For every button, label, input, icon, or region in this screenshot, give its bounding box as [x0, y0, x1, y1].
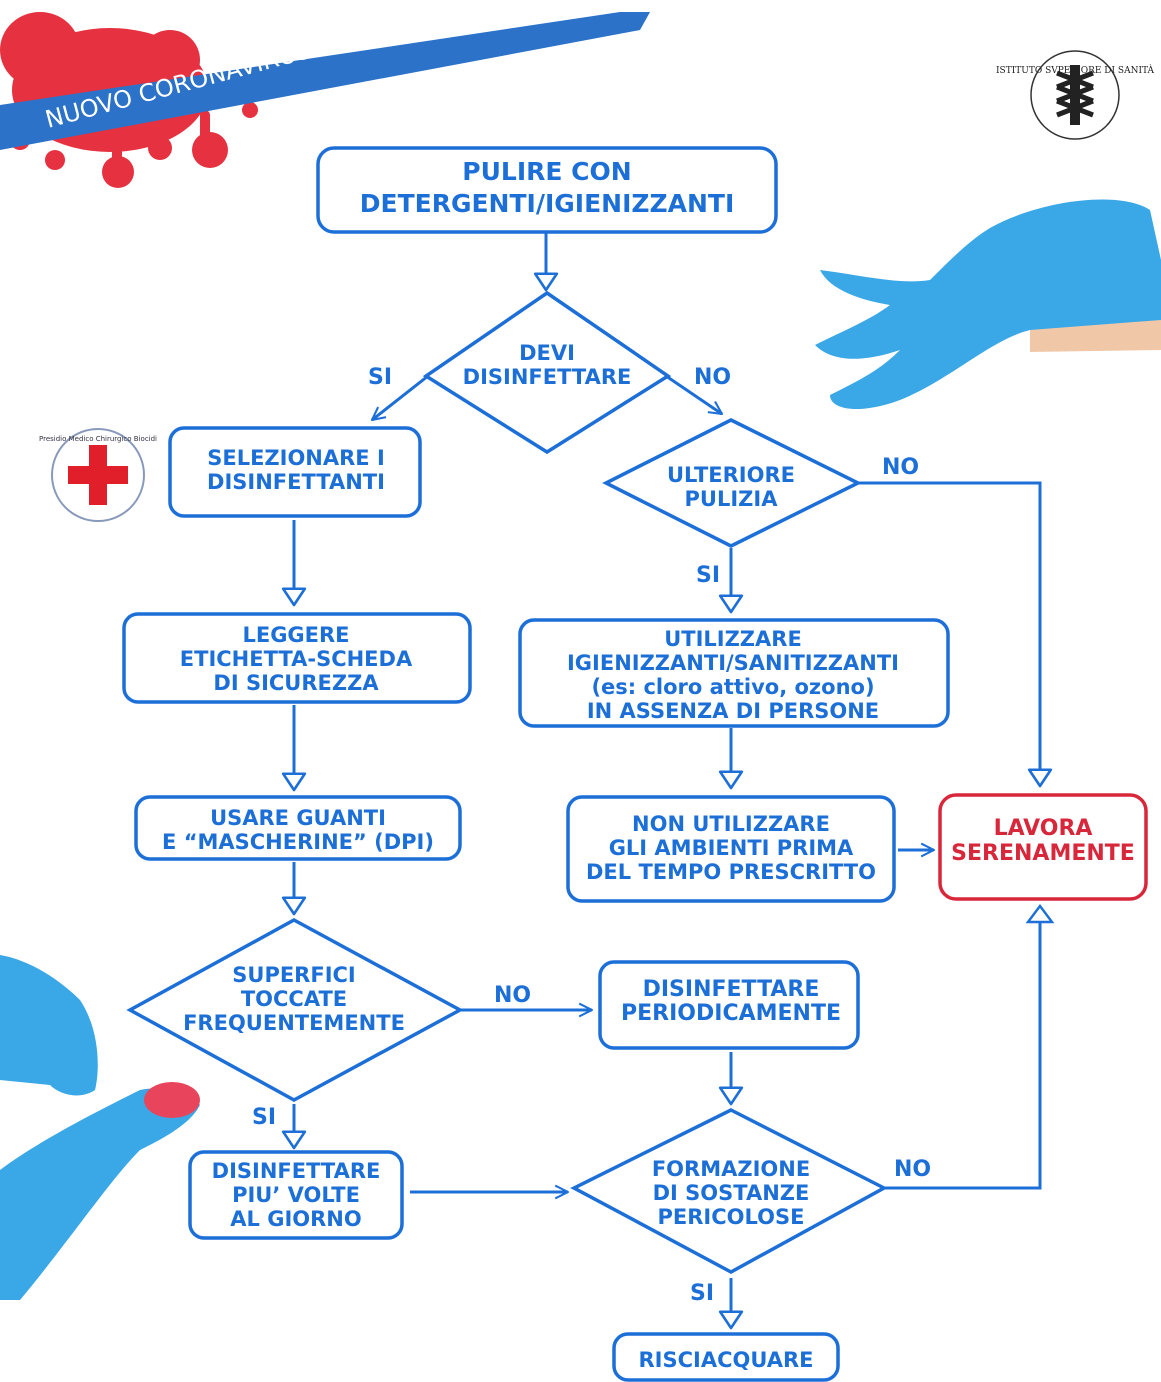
node-pulire-box: [316, 146, 778, 234]
formazione-line-2: DI SOSTANZE: [653, 1181, 810, 1205]
node-utilizzare-box: [518, 618, 950, 728]
formazione-line-1: FORMAZIONE: [652, 1157, 810, 1181]
usare-line-2: E “MASCHERINE” (DPI): [162, 830, 434, 854]
piu-line-2: PIU’ VOLTE: [232, 1183, 360, 1207]
node-usare-box: [134, 795, 462, 861]
leggere-line-1: LEGGERE: [242, 623, 349, 647]
label-formazione-si: SI: [690, 1281, 714, 1306]
label-devi-no: NO: [694, 365, 731, 390]
node-ulteriore-diamond: [602, 418, 862, 548]
node-piu-box: [188, 1150, 404, 1240]
label-ulteriore-si: SI: [696, 563, 720, 588]
flow-edges: [281, 233, 1055, 1330]
periodicamente-line-1: DISINFETTARE: [643, 977, 820, 1002]
pulire-line-1: PULIRE CON: [462, 157, 631, 186]
lavora-line-1: LAVORA: [994, 816, 1093, 841]
label-superfici-si: SI: [252, 1105, 276, 1130]
utilizzare-line-4: IN ASSENZA DI PERSONE: [587, 699, 879, 723]
presidio-medico-logo: Presidio Medico Chirurgico Biocidi: [39, 428, 157, 522]
leggere-line-2: ETICHETTA-SCHEDA: [180, 647, 413, 671]
formazione-line-3: PERICOLOSE: [658, 1205, 805, 1229]
nonutilizzare-line-1: NON UTILIZZARE: [632, 812, 830, 836]
selezionare-line-2: DISINFETTANTI: [207, 470, 385, 494]
utilizzare-line-2: IGIENIZZANTI/SANITIZZANTI: [567, 651, 899, 675]
node-nonutilizzare-box: [566, 795, 896, 903]
lavora-line-2: SERENAMENTE: [951, 841, 1135, 866]
nonutilizzare-line-2: GLI AMBIENTI PRIMA: [609, 836, 854, 860]
node-superfici-diamond: [126, 918, 464, 1102]
risciacquare-label: RISCIACQUARE: [638, 1348, 813, 1372]
edge-devi-selezionare: [370, 374, 429, 422]
edge-formazione-lavora: [884, 906, 1042, 1190]
banner-stripe: [0, 12, 650, 150]
leggere-line-3: DI SICUREZZA: [213, 671, 379, 695]
label-formazione-no: NO: [894, 1157, 931, 1182]
red-cross-icon: [68, 445, 128, 505]
devi-line-2: DISINFETTARE: [463, 365, 632, 389]
devi-line-1: DEVI: [519, 341, 575, 365]
label-superfici-no: NO: [494, 983, 531, 1008]
utilizzare-line-3: (es: cloro attivo, ozono): [591, 675, 874, 699]
presidio-logo-text: Presidio Medico Chirurgico Biocidi: [39, 435, 157, 443]
superfici-line-1: SUPERFICI: [232, 963, 355, 987]
selezionare-line-1: SELEZIONARE I: [207, 446, 385, 470]
edge-formazione-lavora-arrowhead: [1025, 904, 1055, 924]
node-leggere-box: [122, 612, 472, 704]
glove-top-right-icon: [815, 199, 1161, 410]
utilizzare-line-1: UTILIZZARE: [664, 627, 802, 651]
edge-devi-ulteriore: [665, 374, 724, 416]
superfici-line-2: TOCCATE: [241, 987, 347, 1011]
node-formazione-diamond: [570, 1108, 888, 1274]
coronavirus-banner: NUOVO CORONAVIRUS: [0, 12, 650, 188]
node-lavora-box: [938, 793, 1148, 901]
ulteriore-line-1: ULTERIORE: [667, 463, 795, 487]
piu-line-3: AL GIORNO: [230, 1207, 361, 1231]
nonutilizzare-line-3: DEL TEMPO PRESCRITTO: [586, 860, 876, 884]
periodicamente-line-2: PERIODICAMENTE: [621, 1001, 841, 1026]
iss-logo: ISTITUTO SVPERIORE DI SANITÀ: [996, 50, 1155, 140]
label-devi-si: SI: [368, 365, 392, 390]
glove-bottom-left-icon: [0, 955, 200, 1300]
node-risciacquare-box: [612, 1332, 840, 1382]
pulire-line-2: DETERGENTI/IGIENIZZANTI: [360, 189, 735, 218]
label-ulteriore-no: NO: [882, 455, 919, 480]
node-selezionare-box: [168, 426, 422, 518]
node-devi-diamond: [422, 290, 672, 455]
piu-line-1: DISINFETTARE: [212, 1159, 381, 1183]
superfici-line-3: FREQUENTEMENTE: [183, 1011, 405, 1035]
edge-ulteriore-lavora: [858, 481, 1053, 788]
usare-line-1: USARE GUANTI: [210, 806, 386, 830]
node-periodicamente-box: [598, 960, 860, 1050]
ulteriore-line-2: PULIZIA: [685, 487, 779, 511]
